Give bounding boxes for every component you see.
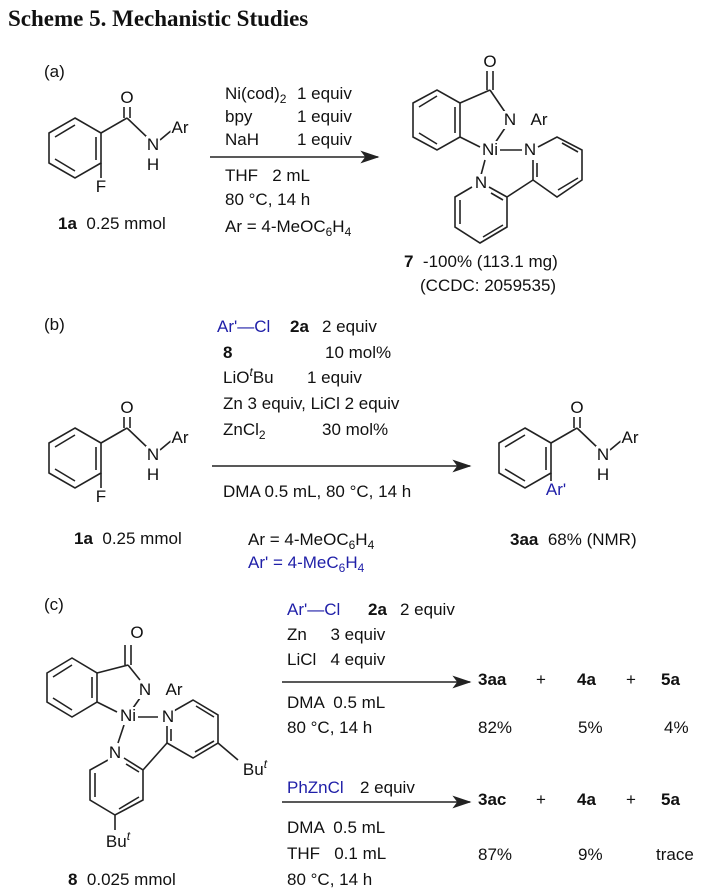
reagent-licl: LiCl 4 equiv [287,650,386,669]
condition-line: DMA 0.5 mL, 80 °C, 14 h [223,482,412,501]
atom-n: N [473,173,489,192]
product-4a: 4a [577,670,596,689]
condition-temp: 80 °C, 14 h [287,870,373,889]
product-7-caption: 7 -100% (113.1 mg) [404,252,558,271]
atom-h: H [145,465,161,484]
yield-3aa: 82% [478,718,513,737]
reagent-id: 2a [368,600,387,619]
atom-n: N [145,445,161,464]
molecule-7 [412,70,583,244]
molecule-3aa [498,408,623,489]
atom-but: But [241,757,269,779]
product-4a: 4a [577,790,596,809]
atom-o: O [119,88,135,107]
reagent-amount: 1 equiv [297,107,352,126]
arp-definition: Ar' = 4-MeC6H4 [248,553,365,575]
yield-3ac: 87% [478,845,513,864]
panel-label-a: (a) [44,62,65,81]
atom-ni: Ni [480,140,500,159]
atom-n: N [145,135,161,154]
ar-definition: Ar = 4-MeOC6H4 [248,530,375,552]
atom-o: O [129,623,145,642]
reagent-arcl: Ar'—Cl [217,317,271,336]
reagent-zn: Zn 3 equiv [287,625,386,644]
plus-sign: + [626,790,636,809]
product-3aa-caption: 3aa 68% (NMR) [510,530,637,549]
reagent-arcl: Ar'—Cl [287,600,341,619]
catalyst-caption: 8 0.025 mmol [68,870,176,889]
condition-cosolvent: THF 0.1 mL [287,844,387,863]
product-3aa: 3aa [478,670,507,689]
condition-solvent: DMA 0.5 mL [287,693,386,712]
molecule-1a-b [48,408,173,490]
atom-n: N [107,743,123,762]
reagent-zn: Zn 3 equiv, LiCl 2 equiv [223,394,400,413]
atom-ar: Ar [170,118,190,137]
atom-ar: Ar [170,428,190,447]
catalyst-id: 8 [223,343,233,362]
atom-but: But [104,829,132,851]
reagent-zncl2: ZnCl2 [223,420,266,442]
reactant-caption: 1a 0.25 mmol [58,214,166,233]
reagent-amount: 2 equiv [360,778,415,797]
plus-sign: + [536,670,546,689]
product-5a: 5a [661,670,680,689]
reactant-caption: 1a 0.25 mmol [74,529,182,548]
atom-ar: Ar [620,428,640,447]
atom-n: N [502,110,518,129]
reagent-bpy: bpy [225,107,253,126]
yield-5a: 4% [664,718,689,737]
atom-n: N [595,445,611,464]
yield-5a: trace [656,845,694,864]
atom-arprime: Ar' [544,480,568,499]
reagent-id: 2a [290,317,309,336]
condition-temp: 80 °C, 14 h [287,718,373,737]
atom-o: O [119,398,135,417]
reagent-amount: 1 equiv [307,368,362,387]
atom-h: H [145,155,161,174]
product-5a: 5a [661,790,680,809]
reagent-amount: 2 equiv [400,600,455,619]
atom-h: H [595,465,611,484]
atom-f: F [94,487,108,506]
yield-4a: 5% [578,718,603,737]
condition-temp: 80 °C, 14 h [225,190,311,209]
panel-label-b: (b) [44,315,65,334]
panel-label-c: (c) [44,595,64,614]
yield-4a: 9% [578,845,603,864]
reagent-amount: 30 mol% [322,420,389,439]
atom-ar: Ar [164,680,184,699]
reagent-ni-cod: Ni(cod)2 [225,84,287,106]
reagent-amount: 1 equiv [297,84,352,103]
ccdc-number: (CCDC: 2059535) [420,276,557,295]
plus-sign: + [536,790,546,809]
atom-n: N [137,680,153,699]
atom-ni: Ni [118,706,138,725]
product-3ac: 3ac [478,790,507,809]
atom-o: O [482,52,498,71]
reagent-base: LiOtBu [223,365,274,387]
scheme-title: Scheme 5. Mechanistic Studies [8,6,309,31]
plus-sign: + [626,670,636,689]
condition-solvent: DMA 0.5 mL [287,818,386,837]
atom-o: O [569,398,585,417]
atom-ar: Ar [529,110,549,129]
reagent-amount: 1 equiv [297,130,352,149]
atom-n: N [522,140,538,159]
molecule-1a-a [48,98,173,180]
reagent-phzncl: PhZnCl [287,778,344,797]
reagent-nah: NaH [225,130,260,149]
ar-definition: Ar = 4-MeOC6H4 [225,217,352,239]
atom-n: N [160,707,176,726]
condition-solvent: THF 2 mL [225,166,311,185]
atom-f: F [94,177,108,196]
reagent-amount: 2 equiv [322,317,377,336]
reagent-amount: 10 mol% [325,343,392,362]
molecule-8 [46,645,239,830]
